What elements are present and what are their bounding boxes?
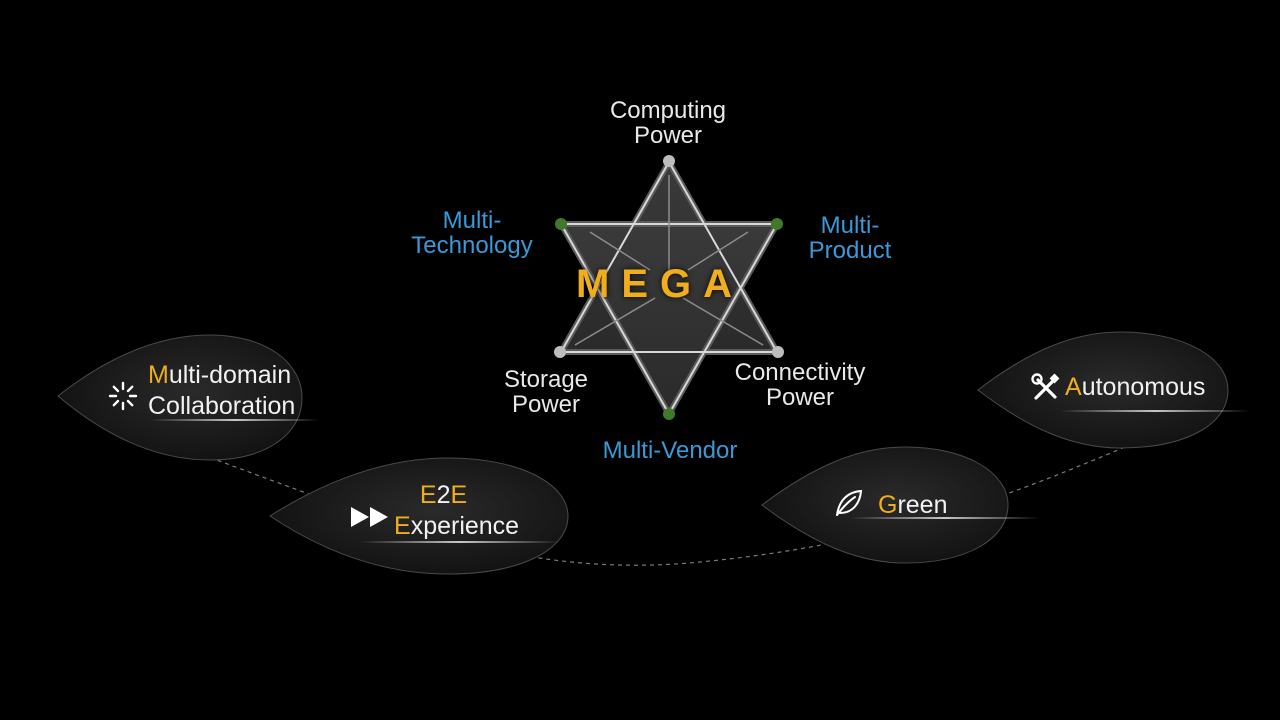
leaf-e2e-text: E2E Experience [394,481,520,541]
leaf-multi-domain [57,334,320,461]
label-multi-vendor: Multi-Vendor [602,437,738,464]
leaf-icon [836,489,863,516]
label-multi-technology: Multi- Technology [411,207,533,260]
leaf-green-text: Green [878,491,948,519]
label-computing-power: Computing Power [609,97,727,150]
label-connectivity-power: Connectivity Power [734,359,866,412]
mega-title: MEGA [576,262,744,306]
node-connectivity [772,346,784,358]
node-multi-vendor [663,408,675,420]
mega-star [558,159,780,417]
leaf-autonomous-text: Autonomous [1065,373,1206,401]
loading-spinner-icon [108,381,138,411]
node-computing [663,155,675,167]
label-multi-product: Multi- Product [808,212,892,265]
leaf-multi-domain-text: Multi-domain Collaboration [148,361,296,421]
leaf-green [761,446,1040,564]
leaf-autonomous [977,331,1250,449]
label-storage-power: Storage Power [503,366,589,419]
fast-forward-icon [351,507,388,527]
node-multi-product [771,218,783,230]
leaf-e2e-experience [269,457,569,575]
tools-icon [1031,373,1060,400]
node-storage [554,346,566,358]
node-multi-technology [555,218,567,230]
